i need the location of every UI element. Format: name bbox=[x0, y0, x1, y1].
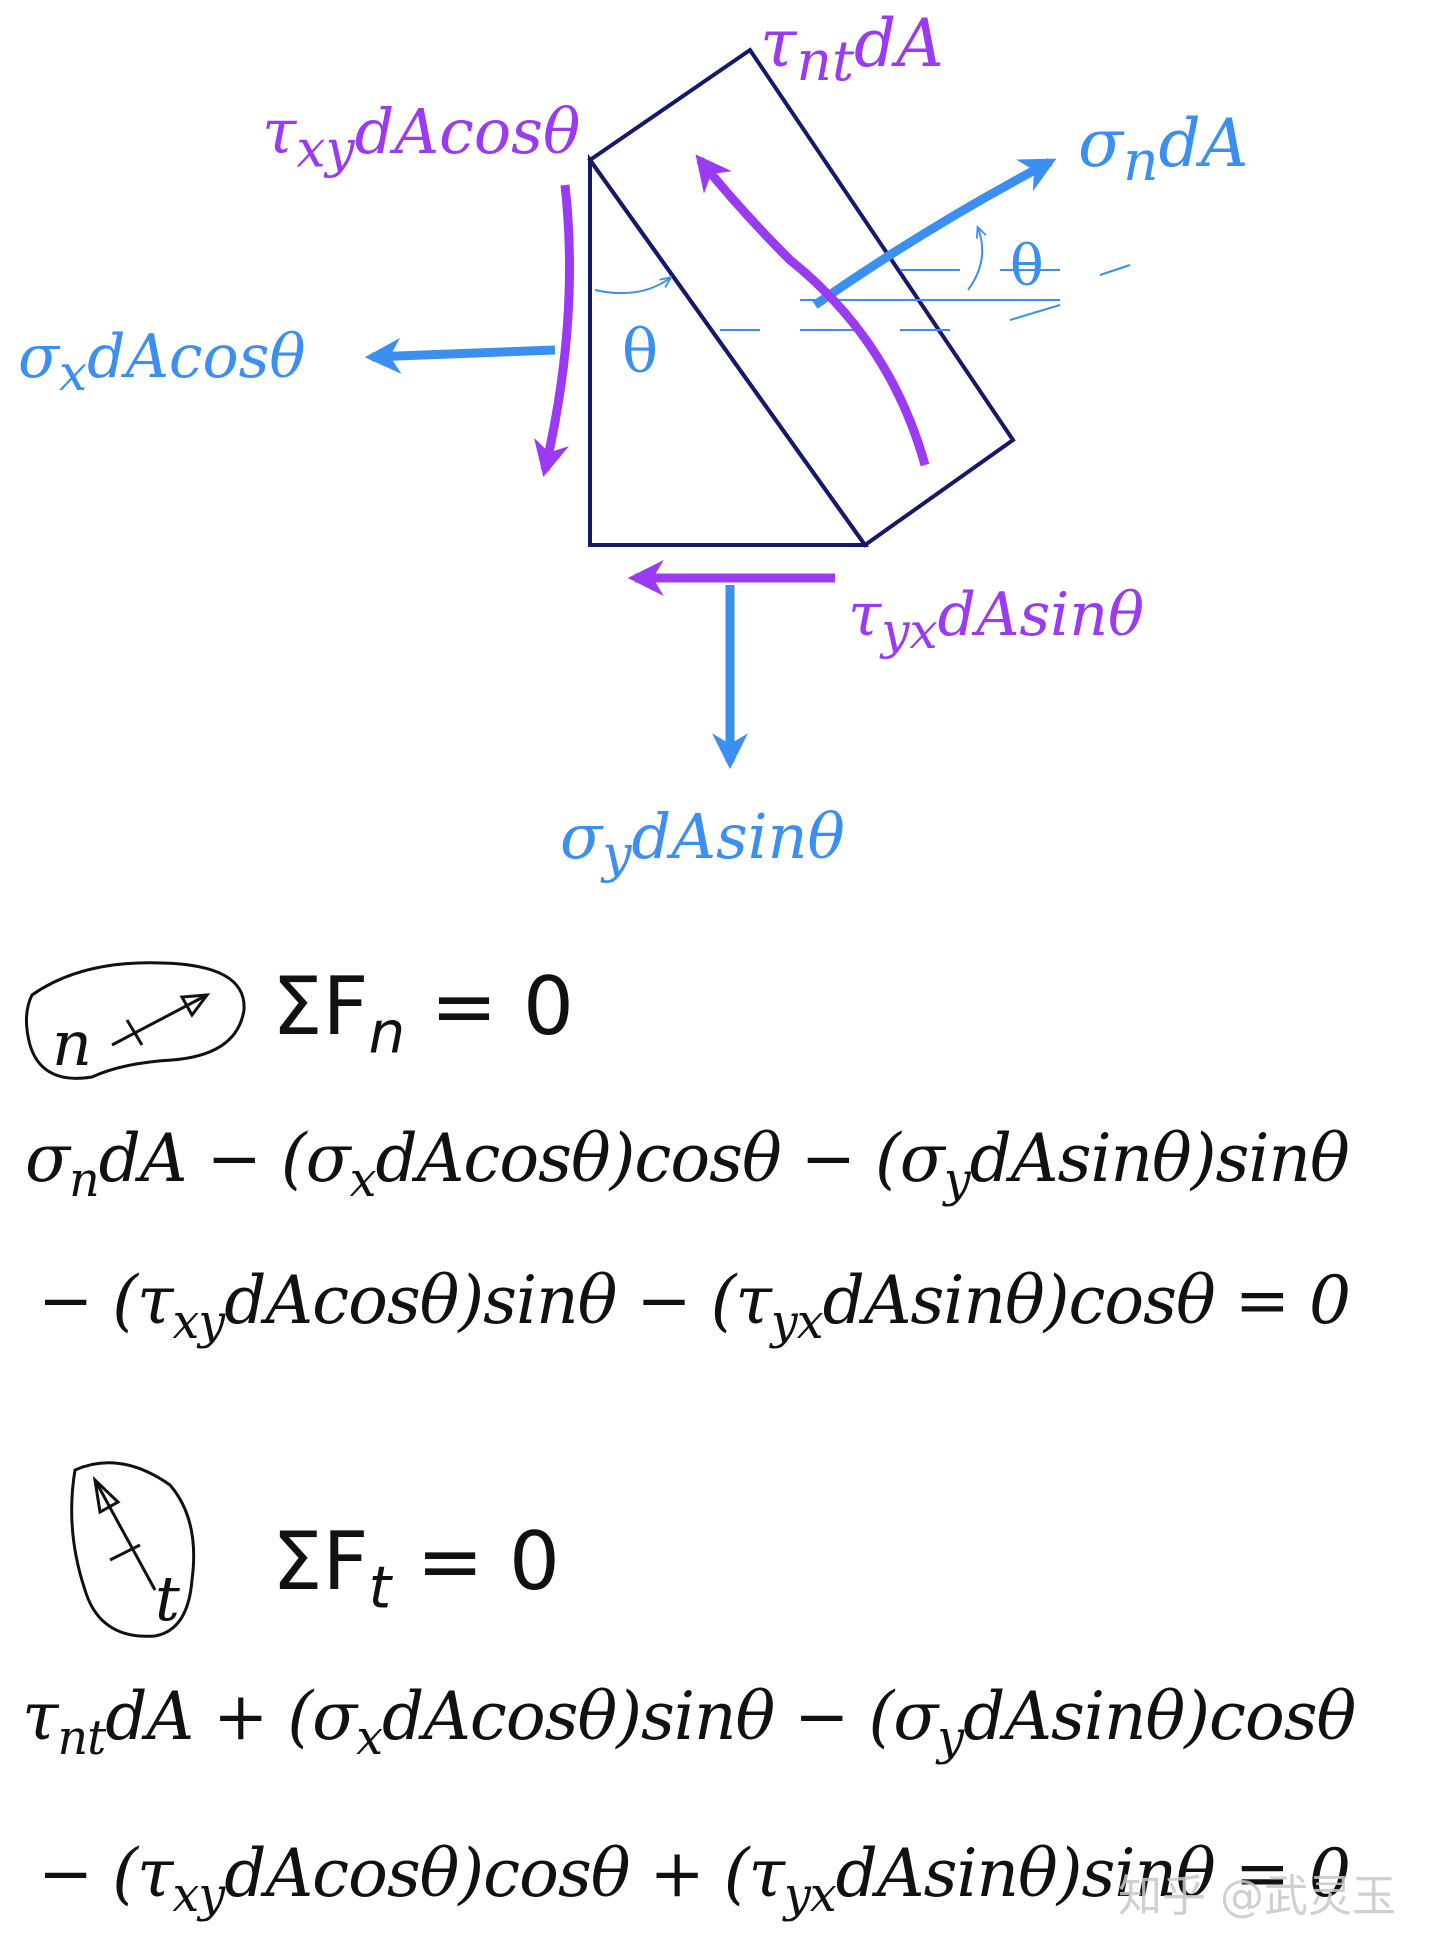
label-sigma-n: σndA bbox=[1078, 105, 1249, 194]
normal-direction-icon: n bbox=[25, 961, 246, 1080]
sum-forces-normal: ΣFn = 0 bbox=[272, 960, 574, 1067]
sigma-n-arrow bbox=[812, 158, 1057, 309]
tangential-icon-label: t bbox=[155, 1562, 180, 1635]
reference-lines bbox=[594, 228, 1131, 331]
tau-xy-arrow bbox=[534, 184, 574, 478]
label-theta-right: θ bbox=[1010, 234, 1044, 299]
tangential-direction-icon: t bbox=[70, 1461, 196, 1638]
free-body-diagram: τntdA τxydAcosθ σndA σxdAcosθ τyxdAsinθ … bbox=[18, 5, 1249, 885]
watermark: 知乎 @武灵玉 bbox=[1118, 1871, 1396, 1922]
tangential-equation-line-2: − (τxydAcosθ)cosθ + (τyxdAsinθ)sinθ = 0 bbox=[38, 1835, 1351, 1924]
normal-equation-line-2: − (τxydAcosθ)sinθ − (τyxdAsinθ)cosθ = 0 bbox=[38, 1262, 1351, 1351]
label-sigma-y: σydAsinθ bbox=[560, 800, 845, 885]
label-sigma-x: σxdAcosθ bbox=[18, 322, 306, 402]
inclined-face-strip bbox=[587, 47, 1016, 548]
label-tau-xy: τxydAcosθ bbox=[262, 95, 581, 180]
label-tau-nt: τntdA bbox=[760, 5, 944, 94]
label-theta-left: θ bbox=[622, 317, 658, 387]
sum-forces-tangential: ΣFt = 0 bbox=[272, 1515, 560, 1622]
normal-equation-line-1: σndA − (σxdAcosθ)cosθ − (σydAsinθ)sinθ bbox=[25, 1120, 1350, 1209]
sigma-x-arrow bbox=[364, 337, 556, 374]
normal-icon-label: n bbox=[52, 1007, 92, 1080]
tangential-equation-line-1: τntdA + (σxdAcosθ)sinθ − (σydAsinθ)cosθ bbox=[22, 1678, 1356, 1767]
tau-nt-arrow bbox=[695, 154, 930, 467]
label-tau-yx: τyxdAsinθ bbox=[848, 580, 1145, 660]
